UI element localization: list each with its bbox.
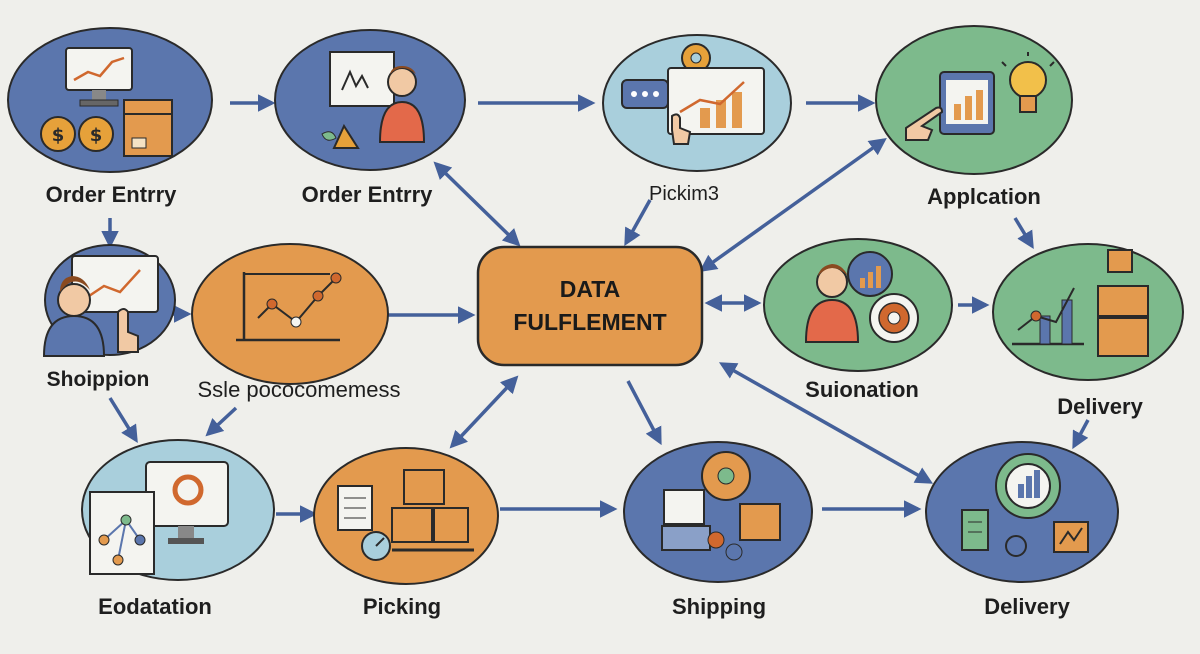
arrow-shopping-to-eodatation <box>108 397 138 443</box>
svg-text:$: $ <box>90 125 103 146</box>
node-shopping <box>42 244 176 357</box>
monitor-chart-icon <box>65 47 133 107</box>
box-icon <box>739 503 781 541</box>
clipboard-icon <box>961 509 989 551</box>
gauge-icon <box>361 531 391 561</box>
box-icon <box>391 469 474 552</box>
chat-bubble-icon <box>701 451 751 501</box>
coin-icon: $ $ <box>40 116 114 152</box>
target-icon <box>869 293 919 343</box>
hand-pointer-icon <box>905 106 944 141</box>
whiteboard-icon <box>329 51 395 107</box>
node-order-entry-2 <box>274 29 466 171</box>
tablet-chart-icon <box>939 71 995 135</box>
person-icon <box>804 264 860 343</box>
hand-pointer-icon <box>671 113 692 145</box>
node-picking-bottom <box>313 447 499 585</box>
label-shopping: Shoippion <box>46 368 150 391</box>
node-shipping <box>623 441 813 583</box>
label-shipping: Shipping <box>671 594 767 619</box>
arrow-center-to-shipping <box>626 380 662 446</box>
monitor-chart-icon <box>667 67 765 135</box>
chart-badge-icon <box>847 251 893 297</box>
gear-icon <box>995 453 1061 519</box>
chart-card-icon <box>1053 521 1089 553</box>
arrow-center-picking <box>449 375 519 449</box>
network-board-icon <box>89 491 155 575</box>
arrow-sale-to-eodatation <box>205 406 238 437</box>
label-delivery-right: Delivery <box>1057 394 1143 419</box>
label-order-entry-1: Order Entrry <box>45 182 177 207</box>
arrow-center-delivery <box>718 362 934 484</box>
node-delivery-right <box>992 243 1184 381</box>
label-delivery-bottom: Delivery <box>984 594 1070 619</box>
hand-pointer-icon <box>117 308 139 353</box>
svg-text:$: $ <box>52 125 65 146</box>
label-sale-process: Ssle pococomemess <box>197 377 401 402</box>
node-suionation <box>763 238 953 372</box>
box-icon <box>123 99 173 157</box>
link-icon <box>707 531 743 561</box>
monitor-pie-icon <box>145 461 229 544</box>
arrow-center-application <box>699 137 887 273</box>
label-order-entry-2: Order Entrry <box>301 182 433 207</box>
label-eodatation: Eodatation <box>98 594 212 619</box>
arrow-center-order2 <box>433 161 521 247</box>
person-icon <box>378 66 426 143</box>
bar-chart-icon <box>1012 287 1084 346</box>
small-gear-icon <box>1005 535 1027 557</box>
chat-bubble-icon <box>621 79 669 109</box>
document-icon <box>337 485 373 531</box>
label-suionation: Suionation <box>805 377 919 402</box>
monitor-icon <box>661 489 711 551</box>
node-eodatation <box>81 439 275 581</box>
label-picking-bottom: Picking <box>362 594 442 619</box>
lamp-icon <box>321 123 360 149</box>
center-node <box>476 245 704 367</box>
node-application <box>875 25 1073 175</box>
truck-box-icon <box>1097 249 1149 357</box>
arrow-application-to-delivery <box>1013 217 1034 249</box>
node-delivery-bottom <box>925 441 1119 583</box>
node-sale-process <box>191 243 389 385</box>
node-picking-top <box>602 34 792 172</box>
label-picking-top: Pickim3 <box>648 183 720 205</box>
label-application: Applcation <box>927 184 1041 209</box>
line-chart-icon <box>236 272 342 342</box>
node-order-entry-1: $ $ <box>7 27 213 173</box>
lightbulb-icon <box>1001 52 1055 113</box>
person-icon <box>42 276 106 357</box>
arrow-picking-top-to-center <box>624 199 652 247</box>
arrow-delivery-to-delivery <box>1072 419 1090 450</box>
